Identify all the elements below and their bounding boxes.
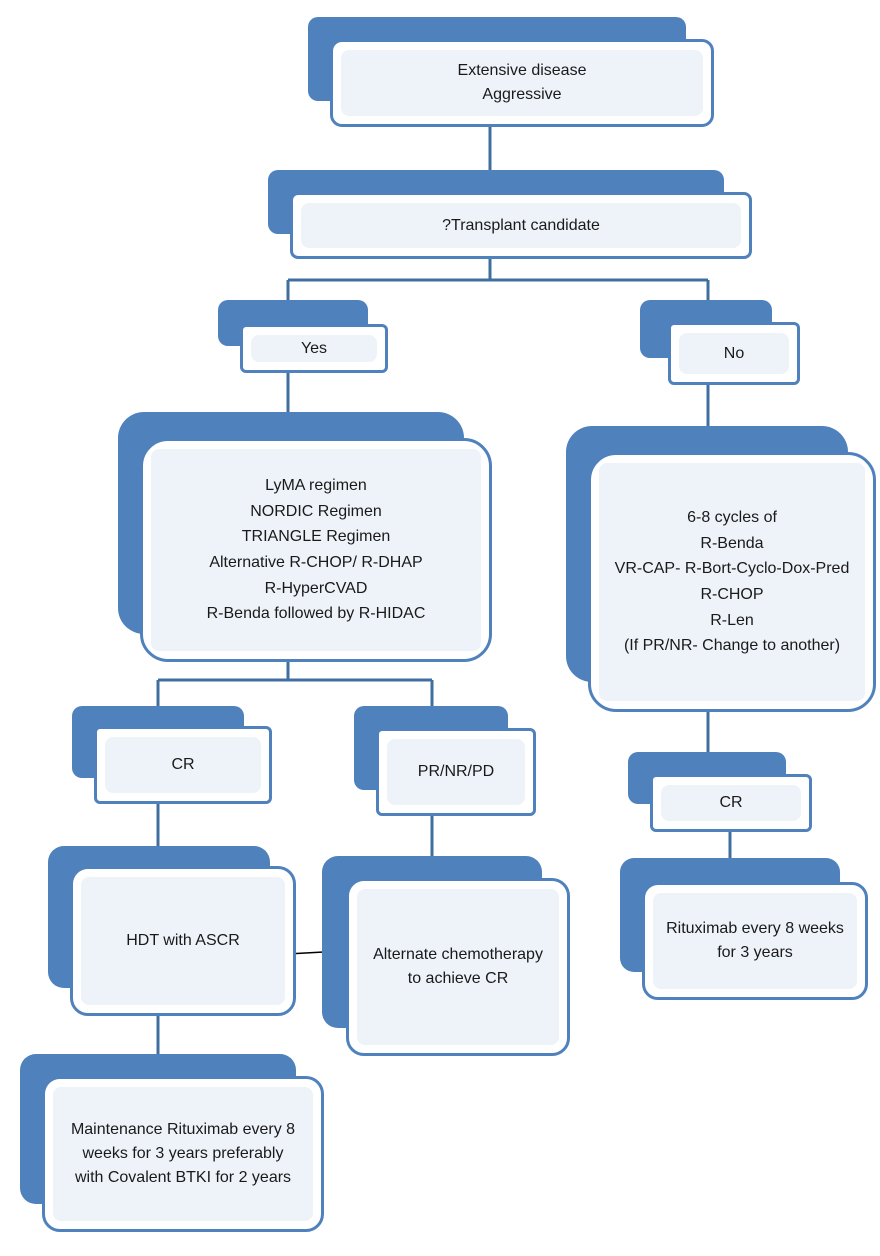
maintenance-line-3: with Covalent BTKI for 2 years bbox=[74, 1169, 292, 1186]
nontransplant-rbenda: R-Benda bbox=[700, 534, 764, 552]
nontransplant-rchop: R-CHOP bbox=[700, 586, 764, 603]
node-transplant-regimens: LyMA regimen NORDIC Regimen TRIANGLE Reg… bbox=[118, 412, 492, 662]
regimen-rbenda-rhidac: R-Benda followed by R-HIDAC bbox=[206, 605, 426, 623]
no-label: No bbox=[723, 344, 745, 362]
alternate-line-1: Alternate chemotherapy bbox=[373, 946, 543, 963]
node-hdt-ascr: HDT with ASCR bbox=[48, 846, 296, 1016]
alternate-line-2: to achieve CR bbox=[407, 970, 509, 987]
node-maintenance-rituximab: Maintenance Rituximab every 8 weeks for … bbox=[20, 1054, 324, 1232]
extensive-line-2: Aggressive bbox=[482, 86, 562, 103]
node-cr-left: CR bbox=[72, 706, 272, 804]
node-alternate-chemotherapy: Alternate chemotherapy to achieve CR bbox=[322, 856, 570, 1056]
cr-right-label: CR bbox=[719, 794, 743, 811]
regimen-rhypercvad: R-HyperCVAD bbox=[264, 579, 368, 597]
node-cr-right: CR bbox=[628, 752, 812, 832]
node-yes: Yes bbox=[218, 300, 388, 373]
nontransplant-vrcap: VR-CAP- R-Bort-Cyclo-Dox-Pred bbox=[614, 560, 850, 578]
line-transplant-branch bbox=[286, 258, 710, 300]
hdt-label: HDT with ASCR bbox=[126, 932, 240, 949]
yes-label: Yes bbox=[300, 339, 328, 357]
line-regimens-branch bbox=[156, 660, 434, 706]
regimen-triangle: TRIANGLE Regimen bbox=[241, 528, 391, 546]
transplant-label: ?Transplant candidate bbox=[442, 216, 600, 234]
maintenance-line-1: Maintenance Rituximab every 8 bbox=[70, 1121, 296, 1138]
node-extensive-disease: Extensive disease Aggressive bbox=[308, 17, 714, 127]
pr-nr-pd-label: PR/NR/PD bbox=[417, 763, 495, 780]
nontransplant-cycles: 6-8 cycles of bbox=[687, 509, 777, 527]
nontransplant-change-note: (If PR/NR- Change to another) bbox=[623, 637, 841, 655]
cr-left-label: CR bbox=[171, 756, 195, 773]
rituximab-line-1: Rituximab every 8 weeks bbox=[666, 920, 844, 937]
regimen-nordic: NORDIC Regimen bbox=[250, 502, 382, 520]
regimen-lyma: LyMA regimen bbox=[265, 477, 367, 495]
node-pr-nr-pd: PR/NR/PD bbox=[354, 706, 536, 816]
line-cr-to-rituximab bbox=[708, 828, 732, 858]
node-non-transplant-regimens: 6-8 cycles of R-Benda VR-CAP- R-Bort-Cyc… bbox=[566, 426, 876, 712]
extensive-line-1: Extensive disease bbox=[457, 62, 587, 79]
regimen-rchop-rdhap: Alternative R-CHOP/ R-DHAP bbox=[209, 554, 423, 571]
maintenance-line-2: weeks for 3 years preferably bbox=[82, 1145, 284, 1162]
rituximab-line-2: for 3 years bbox=[717, 944, 793, 961]
nontransplant-rlen: R-Len bbox=[710, 611, 754, 629]
node-rituximab-right: Rituximab every 8 weeks for 3 years bbox=[620, 858, 868, 1000]
node-transplant-candidate: ?Transplant candidate bbox=[268, 170, 752, 259]
node-no: No bbox=[640, 300, 800, 385]
